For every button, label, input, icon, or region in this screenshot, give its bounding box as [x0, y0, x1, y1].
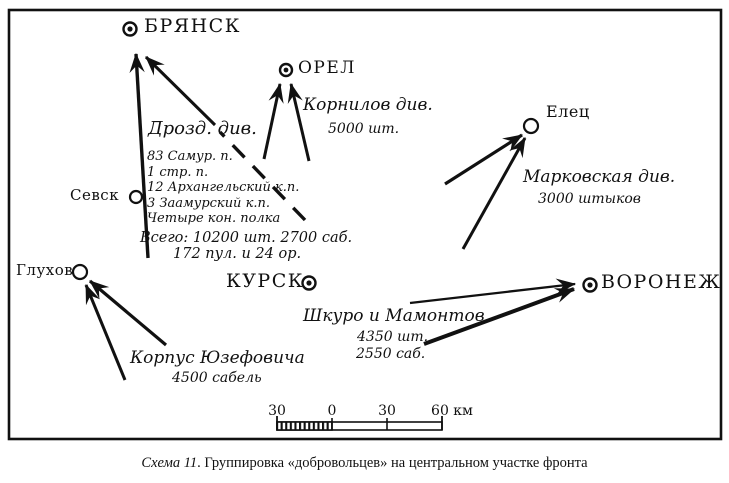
arrow-yuzefovich-to-glukhov-upper	[88, 279, 168, 347]
unit-total-drozdovsky-line2: 172 пул. и 24 ор.	[173, 246, 302, 262]
city-label-glukhov: Глухов	[16, 261, 74, 279]
unit-strength-shkuro-line2: 2550 саб.	[356, 346, 426, 362]
arrow-markov-to-yelets-upper	[444, 133, 523, 186]
arrow-markov-to-yelets-lower	[461, 137, 527, 250]
city-marker-orel	[278, 62, 294, 78]
unit-name-drozdovsky: Дрозд. див.	[148, 118, 257, 139]
city-marker-glukhov	[71, 263, 89, 281]
caption-schema-number: Схема 11	[141, 455, 198, 471]
city-label-sevsk: Севск	[70, 186, 120, 204]
city-label-voronezh: ВОРОНЕЖ	[601, 271, 722, 293]
unit-total-drozdovsky-line1: Всего: 10200 шт. 2700 саб.	[140, 230, 353, 246]
arrow-kornilov-to-orel-right	[287, 82, 311, 162]
unit-composition-drozdovsky: 83 Самур. п. 1 стр. п. 12 Архангельский …	[147, 149, 299, 227]
city-label-bryansk: БРЯНСК	[144, 15, 241, 37]
arrow-drozdovsky-to-bryansk-diagonal	[144, 55, 217, 127]
arrow-drozdovsky-to-bryansk-vertical	[129, 52, 150, 259]
unit-name-shkuro-mamontov: Шкуро и Мамонтов	[303, 306, 485, 326]
scale-label-0: 0	[327, 403, 337, 419]
map-caption: Схема 11. Группировка «добровольцев» на …	[0, 455, 729, 472]
scale-label-30-right: 30	[378, 403, 396, 419]
composition-line: 83 Самур. п.	[147, 149, 233, 164]
scale-label-30-left: 30	[268, 403, 286, 419]
arrow-mamontov-to-voronezh-lower	[423, 287, 576, 346]
map-border	[7, 8, 723, 441]
city-label-kursk: КУРСК	[226, 270, 304, 292]
arrow-kornilov-to-orel-left	[262, 82, 284, 160]
unit-strength-shkuro-line1: 4350 шт.	[357, 329, 429, 345]
scale-bar	[276, 416, 443, 431]
composition-line: Четыре кон. полка	[147, 211, 281, 226]
unit-name-kornilov: Корнилов див.	[303, 95, 433, 115]
unit-strength-kornilov: 5000 шт.	[328, 121, 400, 137]
city-marker-bryansk	[122, 21, 138, 37]
scale-label-60km: 60 км	[431, 403, 473, 419]
unit-name-markov: Марковская див.	[523, 167, 676, 187]
arrow-shkuro-to-voronezh-upper	[409, 278, 577, 305]
city-label-orel: ОРЕЛ	[298, 58, 356, 78]
city-marker-sevsk	[128, 189, 144, 205]
city-marker-yelets	[522, 117, 540, 135]
arrow-yuzefovich-to-glukhov-lower	[84, 283, 127, 381]
caption-text: . Группировка «добровольцев» на централь…	[197, 455, 588, 471]
dashed-advance-line-kursk-bryansk	[218, 130, 307, 222]
city-marker-voronezh	[582, 277, 598, 293]
unit-strength-markov: 3000 штыков	[538, 191, 641, 207]
composition-line: 3 Заамурский к.п.	[147, 195, 270, 211]
composition-line: 1 стр. п.	[147, 164, 209, 180]
unit-strength-yuzefovich: 4500 сабель	[172, 370, 262, 386]
composition-line: 12 Архангельский к.п.	[147, 180, 300, 195]
unit-name-yuzefovich: Корпус Юзефовича	[130, 348, 305, 368]
city-marker-kursk	[301, 275, 317, 291]
city-label-yelets: Елец	[546, 102, 590, 121]
